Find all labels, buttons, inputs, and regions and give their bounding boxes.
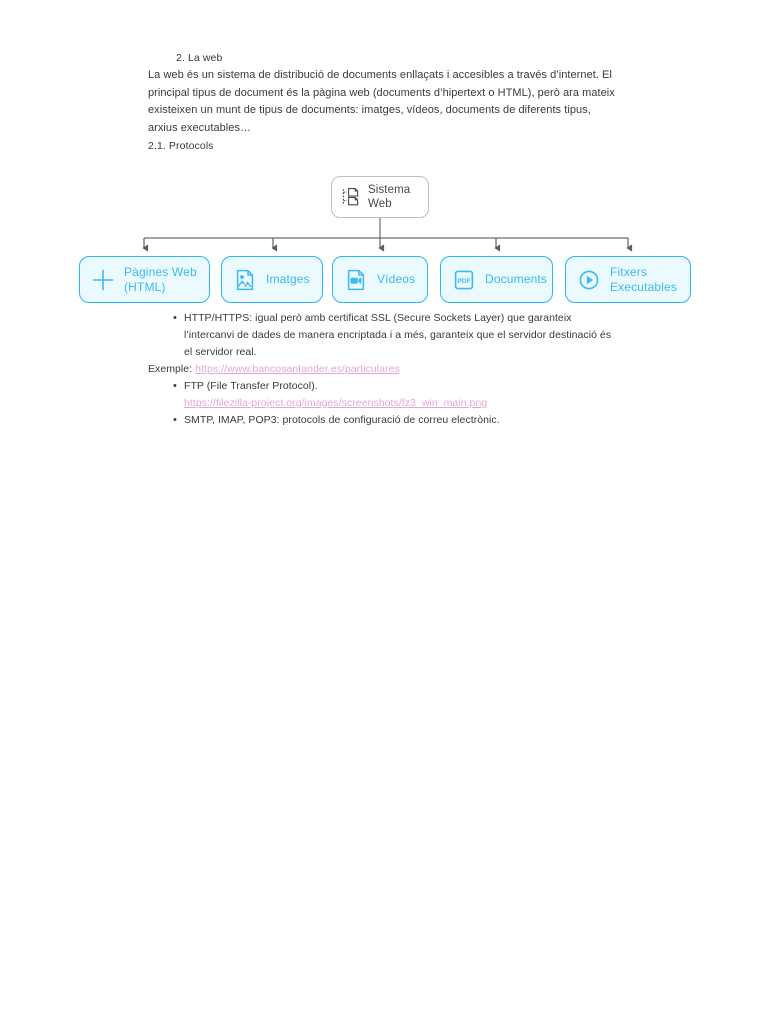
diagram-node-pagines-web[interactable]: Pàgines Web (HTML) [79, 256, 210, 303]
list-item: FTP (File Transfer Protocol). https://fi… [173, 378, 622, 412]
bancosantander-link[interactable]: https://www.bancosantander.es/particular… [195, 363, 400, 375]
protocols-bullet-list-top: HTTP/HTTPS: igual però amb certificat SS… [148, 310, 622, 361]
section-subheading: 2.1. Protocols [148, 140, 214, 152]
protocols-bullet-list-bottom: FTP (File Transfer Protocol). https://fi… [148, 378, 622, 429]
sitemap-files-icon [341, 186, 361, 208]
diagram-node-sistema-web[interactable]: Sistema Web [331, 176, 429, 218]
pdf-file-icon: PDF [451, 267, 477, 293]
web-system-diagram: Sistema Web Pàgines Web (HTML) [0, 165, 768, 315]
diagram-node-label: Sistema Web [368, 184, 411, 210]
diagram-node-label: Vídeos [377, 272, 416, 287]
diagram-node-imatges[interactable]: Imatges [221, 256, 323, 303]
svg-text:PDF: PDF [457, 277, 470, 284]
image-file-icon [232, 267, 258, 293]
protocols-list-block: HTTP/HTTPS: igual però amb certificat SS… [148, 310, 622, 429]
diagram-node-documents[interactable]: PDF Documents [440, 256, 553, 303]
section-heading: 2. La web [176, 52, 223, 64]
exemple-line: Exemple: https://www.bancosantander.es/p… [148, 361, 622, 378]
diagram-node-label: Imatges [266, 272, 310, 287]
list-item: HTTP/HTTPS: igual però amb certificat SS… [173, 310, 622, 361]
exemple-label: Exemple: [148, 363, 196, 375]
list-item-text: FTP (File Transfer Protocol). [184, 380, 318, 392]
diagram-connectors [142, 218, 633, 252]
play-circle-icon [576, 267, 602, 293]
section-paragraph: La web és un sistema de distribució de d… [148, 69, 615, 134]
video-file-icon [343, 267, 369, 293]
diagram-node-label: Fitxers Executables [610, 265, 678, 294]
plus-icon [90, 267, 116, 293]
diagram-node-videos[interactable]: Vídeos [332, 256, 428, 303]
diagram-node-label: Pàgines Web (HTML) [124, 265, 197, 294]
diagram-node-label: Documents [485, 272, 548, 287]
diagram-node-fitxers-executables[interactable]: Fitxers Executables [565, 256, 691, 303]
list-item: SMTP, IMAP, POP3: protocols de configura… [173, 412, 622, 429]
filezilla-link[interactable]: https://filezilla-project.org/images/scr… [184, 397, 488, 409]
intro-text-block: 2. La web La web és un sistema de distri… [148, 50, 622, 154]
